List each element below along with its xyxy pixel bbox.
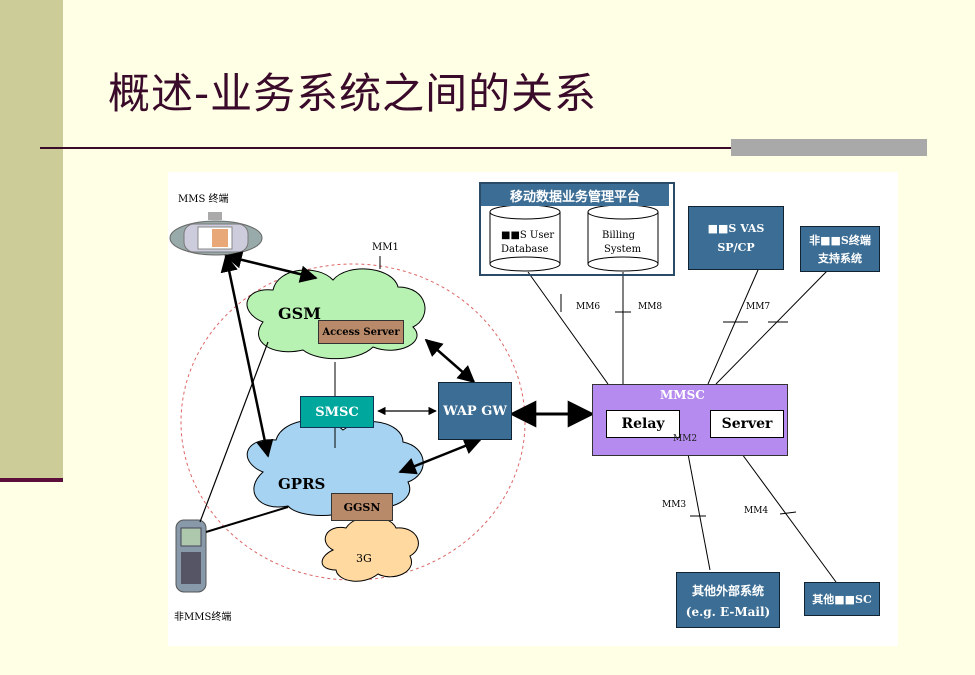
gsm-cloud — [246, 268, 426, 360]
other-external-box: 其他外部系统 (e.g. E-Mail) — [676, 572, 780, 628]
vas-box: ■■S VAS SP/CP — [688, 206, 784, 270]
wap-gw-box: WAP GW — [438, 382, 512, 440]
left-decor-rule — [0, 478, 63, 482]
title-divider — [40, 147, 927, 149]
link-mmsc-external — [687, 453, 711, 571]
arrow-wapgw-gprs — [398, 437, 482, 475]
mm6-label: MM6 — [576, 302, 601, 312]
mmsc-label: MMSC — [660, 388, 705, 402]
ggsn-box: GGSN — [331, 493, 393, 521]
mm3-label: MM3 — [662, 500, 687, 510]
link-mmsc-other — [741, 453, 837, 583]
slide-title: 概述-业务系统之间的关系 — [108, 69, 598, 118]
platform-title: 移动数据业务管理平台 — [481, 184, 669, 206]
server-box: Server — [710, 410, 784, 438]
billing-line2: System — [604, 244, 642, 255]
relay-box: Relay — [606, 410, 680, 438]
vas-line2: SP/CP — [717, 241, 755, 254]
mm7-label: MM7 — [746, 302, 771, 312]
network-diagram: 移动数据业务管理平台 MMS 终端 非MMS终端 MM1 GSM Access … — [168, 172, 898, 646]
title-divider-accent — [731, 139, 927, 156]
mm4-label: MM4 — [744, 506, 769, 516]
g3-label: 3G — [356, 552, 372, 565]
non-mms-support-box: 非■■S终端 支持系统 — [800, 226, 880, 272]
link-gprs-phone — [205, 506, 289, 533]
other-external-line1: 其他外部系统 — [691, 583, 764, 598]
mms-terminal-label: MMS 终端 — [178, 194, 229, 205]
mm1-label: MM1 — [372, 242, 399, 253]
billing-line1: Billing — [602, 230, 635, 241]
arrow-terminal-gsm — [224, 251, 318, 283]
mm2-label: MM2 — [673, 434, 698, 444]
arrow-gsm-wapgw — [424, 338, 476, 384]
left-decor-bar — [0, 0, 63, 480]
user-db-line2: Database — [501, 244, 549, 255]
non-mms-support-line1: 非■■S终端 — [809, 234, 871, 247]
user-db-line1: ■■S User — [501, 230, 555, 241]
mms-terminal-icon — [169, 212, 263, 256]
other-external-line2: (e.g. E-Mail) — [685, 604, 771, 619]
billing-system-cylinder — [587, 204, 659, 272]
mm8-label: MM8 — [638, 302, 663, 312]
user-database-cylinder — [489, 204, 561, 272]
phone-icon — [175, 519, 207, 593]
arrow-terminal-gprs — [220, 254, 274, 458]
gsm-label: GSM — [278, 304, 321, 323]
vas-line1: ■■S VAS — [707, 222, 765, 235]
link-support-mmsc — [715, 269, 829, 385]
g3-cloud — [321, 516, 419, 582]
access-server-box: Access Server — [318, 320, 404, 344]
mm4-tick — [779, 511, 797, 515]
link-vas-mmsc — [707, 269, 759, 385]
non-mms-terminal-label: 非MMS终端 — [174, 612, 232, 623]
other-mmsc-box: 其他■■SC — [804, 582, 880, 616]
link-platform-mmsc-a — [527, 271, 609, 385]
smsc-box: SMSC — [300, 396, 374, 428]
non-mms-support-line2: 支持系统 — [818, 252, 862, 265]
gprs-label: GPRS — [278, 475, 326, 493]
